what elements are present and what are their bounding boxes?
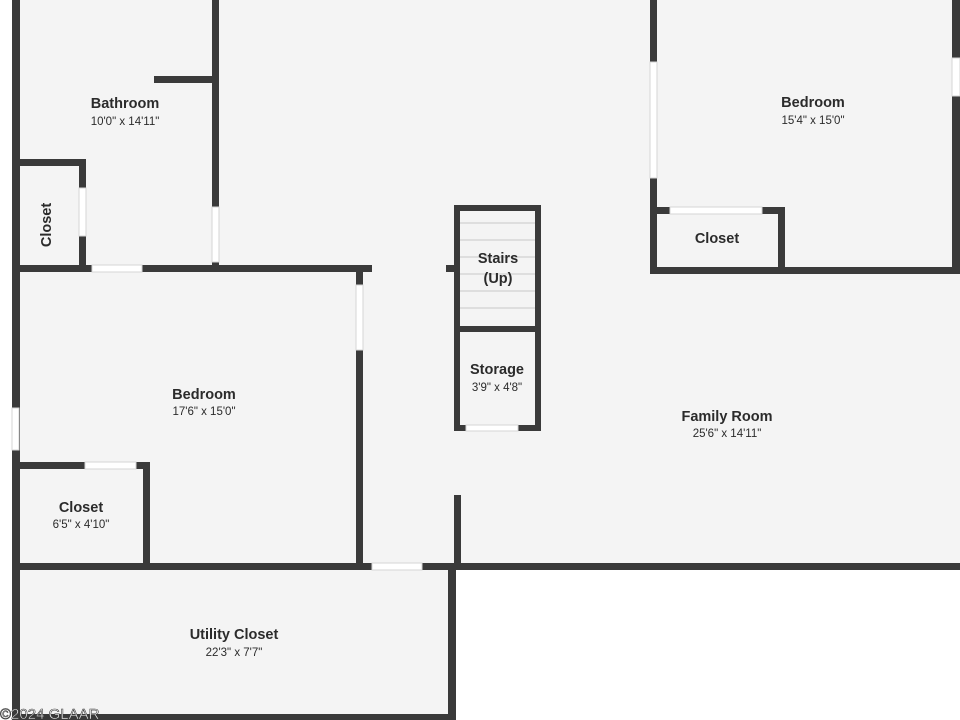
room-bedroom-w: Bedroom 17'6" x 15'0" <box>172 387 236 418</box>
room-storage-name: Storage <box>470 362 524 378</box>
watermark: ©2024 GLAAR <box>0 706 100 720</box>
room-closet-ne-name: Closet <box>695 231 739 247</box>
door-ne-closet <box>669 206 763 215</box>
floor-area <box>12 0 960 569</box>
room-family-room-name: Family Room <box>681 409 772 425</box>
door-storage <box>465 424 519 432</box>
room-stairs-direction: (Up) <box>484 271 513 287</box>
door-west-closet <box>84 461 137 470</box>
door-bathroom <box>211 206 220 263</box>
room-storage-size: 3'9" x 4'8" <box>472 382 522 394</box>
floor-area-utility <box>12 569 455 720</box>
room-bath-closet-name: Closet <box>39 203 55 247</box>
window-west <box>11 407 20 451</box>
room-bathroom: Bathroom 10'0" x 14'11" <box>91 96 160 128</box>
stair-treads <box>460 222 535 309</box>
door-utility <box>371 562 423 571</box>
room-bedroom-w-name: Bedroom <box>172 387 236 403</box>
door-west-bedroom-east <box>355 284 364 351</box>
room-closet-w-name: Closet <box>59 500 103 516</box>
outer-walls <box>12 0 960 720</box>
door-ne-bedroom <box>649 61 658 179</box>
room-stairs: Stairs (Up) <box>478 251 518 287</box>
window-east <box>951 57 960 97</box>
room-utility-closet-size: 22'3" x 7'7" <box>206 647 263 659</box>
room-closet-ne: Closet <box>695 231 739 247</box>
room-bedroom-w-size: 17'6" x 15'0" <box>172 406 235 418</box>
room-bedroom-ne-size: 15'4" x 15'0" <box>781 115 844 127</box>
room-family-room: Family Room 25'6" x 14'11" <box>681 409 772 440</box>
room-bedroom-ne: Bedroom 15'4" x 15'0" <box>781 95 845 127</box>
door-west-bedroom-north <box>91 264 143 273</box>
room-stairs-name: Stairs <box>478 251 518 267</box>
room-utility-closet: Utility Closet 22'3" x 7'7" <box>190 627 279 659</box>
room-bedroom-ne-name: Bedroom <box>781 95 845 111</box>
room-bathroom-name: Bathroom <box>91 96 159 112</box>
room-storage: Storage 3'9" x 4'8" <box>470 362 524 394</box>
door-bath-closet <box>78 187 87 237</box>
room-utility-closet-name: Utility Closet <box>190 627 279 643</box>
room-closet-w: Closet 6'5" x 4'10" <box>53 500 110 531</box>
room-bathroom-size: 10'0" x 14'11" <box>91 116 160 128</box>
room-closet-w-size: 6'5" x 4'10" <box>53 519 110 531</box>
room-family-room-size: 25'6" x 14'11" <box>693 428 762 440</box>
room-bath-closet: Closet <box>39 203 55 247</box>
openings <box>11 57 960 571</box>
